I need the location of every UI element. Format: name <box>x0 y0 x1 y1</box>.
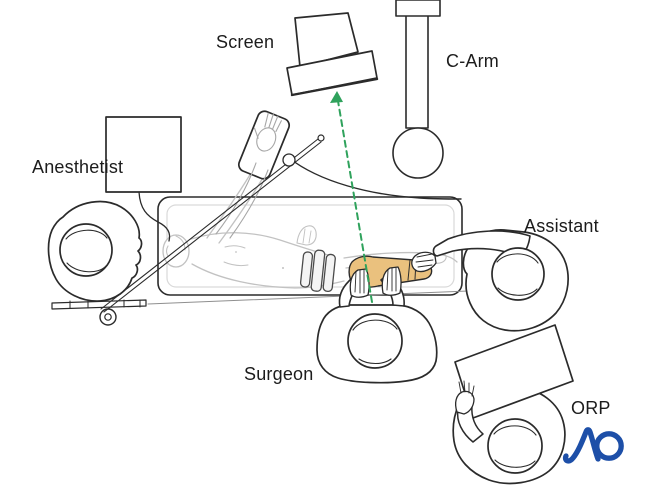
xray-beam-arrow <box>330 91 373 303</box>
leg-brace <box>299 249 336 293</box>
anesthesia-workstation <box>105 116 182 242</box>
label-surgeon: Surgeon <box>244 364 314 384</box>
arm-board <box>215 110 291 239</box>
label-screen: Screen <box>216 32 275 52</box>
traction-rail <box>51 134 469 326</box>
assistant-figure <box>411 229 569 332</box>
label-assistant: Assistant <box>524 216 599 236</box>
ao-logo <box>562 427 624 464</box>
rod-clamp <box>282 153 296 167</box>
label-orp: ORP <box>571 398 611 418</box>
drape-edge <box>288 157 462 200</box>
surgeon-figure <box>316 266 438 384</box>
c-arm-machine <box>392 0 444 179</box>
orp-figure-front <box>455 380 543 474</box>
label-c-arm: C-Arm <box>446 51 499 71</box>
anesthesia-cable <box>138 191 171 242</box>
anesthetist-figure <box>47 200 143 302</box>
traction-rod <box>100 138 322 313</box>
monitor-screen <box>286 12 379 97</box>
label-anesthetist: Anesthetist <box>32 157 124 177</box>
